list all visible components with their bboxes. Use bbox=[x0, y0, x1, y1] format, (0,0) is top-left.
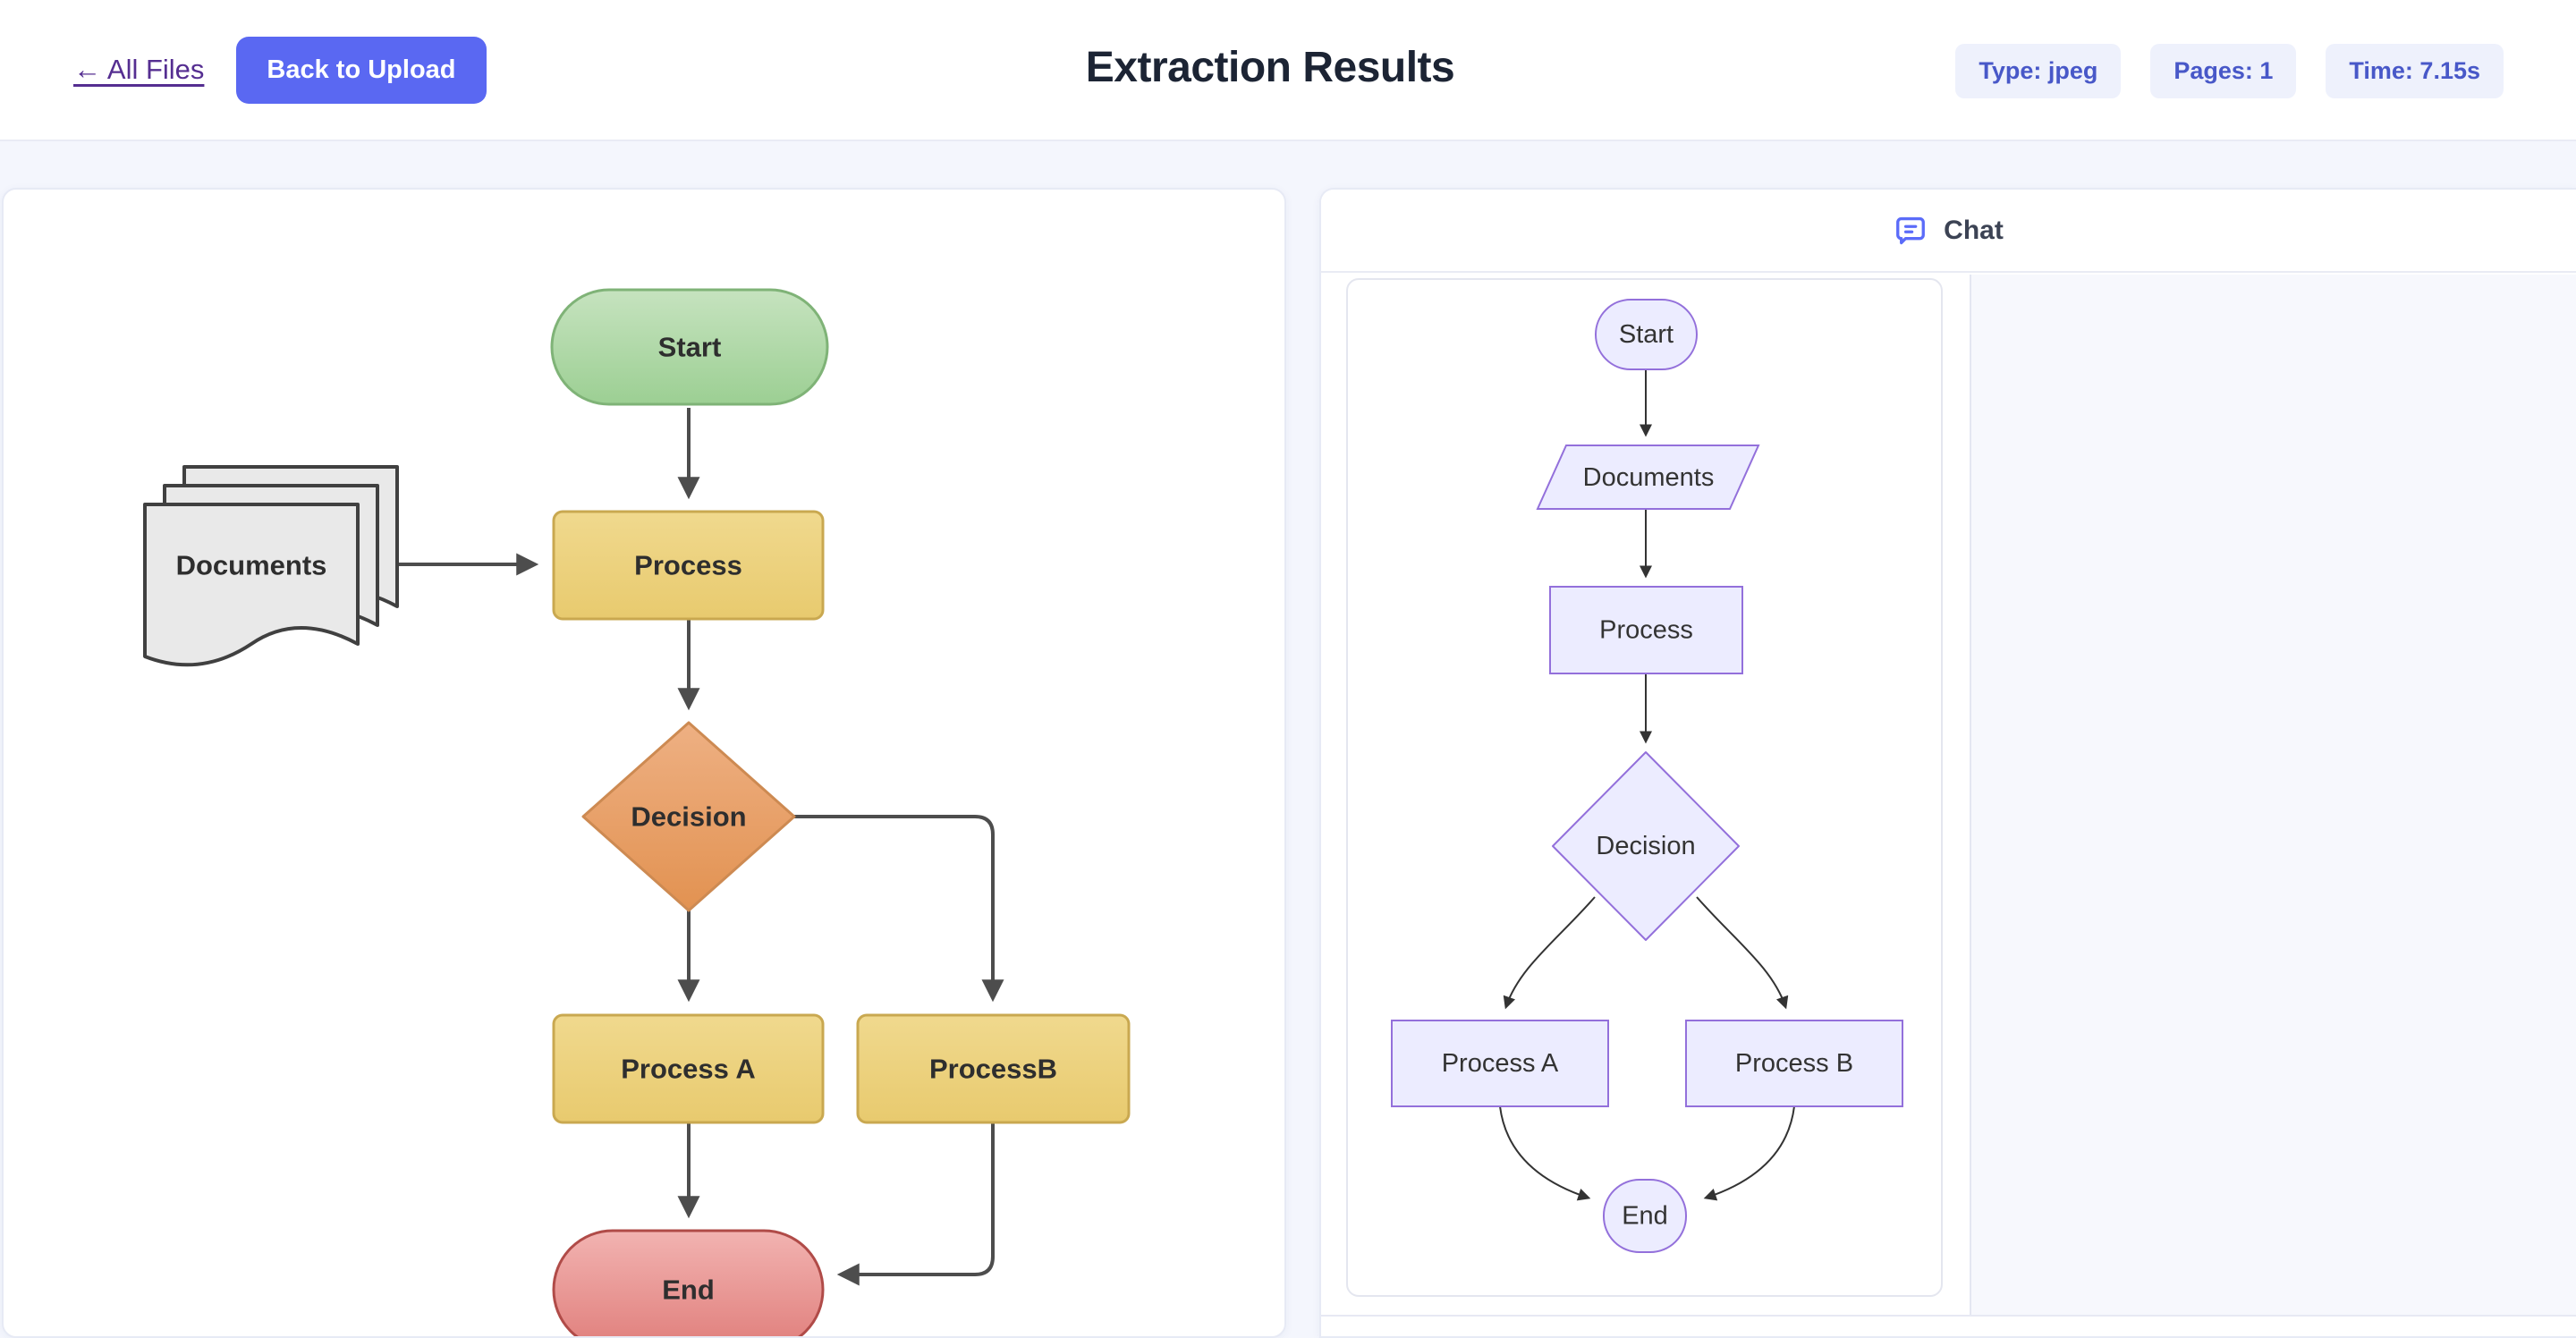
back-to-upload-button[interactable]: Back to Upload bbox=[236, 36, 487, 104]
node-process-b bbox=[1685, 1020, 1903, 1107]
node-documents bbox=[143, 465, 399, 667]
flow-arrow bbox=[836, 1122, 995, 1286]
node-label-start: Start bbox=[658, 332, 722, 363]
chat-bubble-icon bbox=[1896, 216, 1926, 244]
flow-arrow bbox=[1703, 1105, 1795, 1201]
node-end bbox=[1603, 1179, 1687, 1253]
node-label-processb: ProcessB bbox=[929, 1054, 1057, 1085]
node-documents bbox=[1536, 445, 1760, 510]
node-label-end: End bbox=[662, 1274, 715, 1306]
node-process bbox=[552, 510, 825, 621]
node-process-a bbox=[1391, 1020, 1609, 1107]
node-start bbox=[550, 288, 829, 406]
node-label-process-a: Process A bbox=[621, 1054, 756, 1085]
file-meta-badges: Type: jpeg Pages: 1 Time: 7.15s bbox=[1955, 0, 2504, 141]
page-title: Extraction Results bbox=[1085, 44, 1455, 91]
file-type-badge: Type: jpeg bbox=[1955, 43, 2122, 98]
page-count-badge: Pages: 1 bbox=[2150, 43, 2297, 98]
node-process-a bbox=[552, 1013, 825, 1124]
node-label-process-a: Process A bbox=[1442, 1049, 1559, 1078]
chat-tab-label: Chat bbox=[1944, 215, 2004, 245]
processing-time-badge: Time: 7.15s bbox=[2326, 43, 2504, 98]
node-decision bbox=[581, 721, 796, 912]
node-start bbox=[1595, 299, 1698, 370]
node-label-process: Process bbox=[1599, 616, 1693, 645]
node-label-decision: Decision bbox=[631, 801, 746, 833]
all-files-back-link[interactable]: ← All Files bbox=[73, 54, 205, 85]
chat-input-bar-edge bbox=[1321, 1315, 2576, 1336]
flow-arrow bbox=[1503, 896, 1596, 1010]
node-label-documents: Documents bbox=[1583, 463, 1715, 492]
node-label-start: Start bbox=[1619, 320, 1674, 349]
node-processb bbox=[856, 1013, 1131, 1124]
flow-arrow bbox=[1696, 896, 1789, 1010]
chat-messages-area[interactable] bbox=[1970, 275, 2576, 1315]
node-label-documents: Documents bbox=[176, 550, 327, 581]
node-label-end: End bbox=[1622, 1202, 1668, 1231]
tab-chat[interactable]: Chat bbox=[1321, 190, 2576, 273]
node-process bbox=[1549, 586, 1743, 674]
node-label-process: Process bbox=[634, 550, 742, 581]
flow-arrow bbox=[794, 815, 1004, 1003]
flow-arrow bbox=[1499, 1105, 1591, 1201]
node-label-decision: Decision bbox=[1596, 832, 1695, 860]
top-header: ← All Files Back to Upload Extraction Re… bbox=[0, 0, 2576, 141]
node-end bbox=[552, 1229, 825, 1336]
node-label-process-b: Process B bbox=[1735, 1049, 1853, 1078]
node-decision bbox=[1552, 751, 1740, 941]
